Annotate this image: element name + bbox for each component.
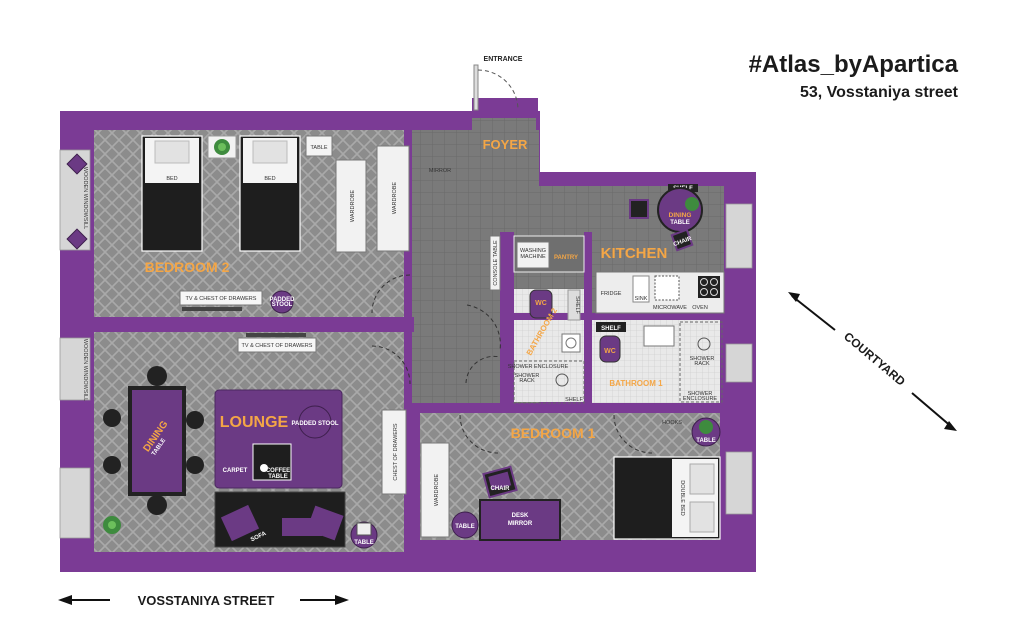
console-table: CONSOLE TABLE [489, 235, 501, 291]
bedroom2-door-swing [371, 274, 411, 314]
svg-text:MICROWAVE: MICROWAVE [653, 305, 687, 311]
street-arrow: VOSSTANIYA STREET [58, 593, 349, 608]
svg-text:VOSSTANIYA STREET: VOSSTANIYA STREET [138, 593, 275, 608]
bedroom1-table-top: TABLE [691, 417, 721, 447]
foyer-door-swing-1 [466, 304, 501, 351]
svg-text:BED: BED [166, 176, 177, 182]
room-bedroom2: BEDROOM 2 [145, 259, 230, 275]
chest-of-drawers-lounge: CHEST OF DRAWERS [381, 409, 407, 495]
room-bedroom1: BEDROOM 1 [511, 425, 596, 441]
dining-table: DINING TABLE [103, 366, 204, 515]
svg-text:RACK: RACK [694, 361, 710, 367]
svg-text:MACHINE: MACHINE [520, 254, 546, 260]
courtyard-arrow: COURTYARD [788, 292, 957, 431]
svg-text:WARDROBE: WARDROBE [434, 474, 440, 507]
svg-text:TV & CHEST OF DRAWERS: TV & CHEST OF DRAWERS [186, 296, 257, 302]
kitchen-dining-table: DINING TABLE CHAIR [629, 187, 703, 252]
svg-text:SHOWER: SHOWER [688, 391, 713, 397]
svg-text:WARDROBE: WARDROBE [350, 190, 356, 223]
svg-text:TABLE: TABLE [310, 145, 327, 151]
svg-text:PANTRY: PANTRY [554, 255, 578, 261]
svg-text:FRIDGE: FRIDGE [601, 291, 622, 297]
page-title: #Atlas_byApartica [749, 51, 959, 78]
svg-text:SHELF: SHELF [574, 296, 580, 314]
tv-chest-bedroom2: TV & CHEST OF DRAWERS [179, 290, 263, 311]
svg-text:BATHROOM 1: BATHROOM 1 [609, 379, 663, 388]
kitchen-counter: FRIDGE SINK MICROWAVE OVEN [595, 271, 725, 314]
bed-right: BED [239, 135, 301, 252]
padded-stool-bedroom2: PADDED STOOL [270, 290, 296, 314]
svg-text:TABLE: TABLE [354, 540, 374, 546]
bed-left: BED [141, 135, 203, 252]
svg-text:OVEN: OVEN [692, 305, 708, 311]
svg-text:WC: WC [535, 300, 547, 307]
svg-text:CHAIR: CHAIR [491, 486, 511, 492]
entrance-label: ENTRANCE [484, 56, 523, 63]
bathroom1: SHELF WC BATHROOM 1 SHOWER RACK SHOWER E… [596, 321, 723, 403]
wardrobe-bedroom2: WARDROBE [335, 159, 367, 253]
svg-text:DINING: DINING [669, 212, 692, 219]
svg-text:DOUBLE BED: DOUBLE BED [679, 480, 685, 515]
lounge-side-table: TABLE [350, 521, 378, 549]
entrance: ENTRANCE [473, 56, 523, 111]
svg-text:MIRROR: MIRROR [508, 521, 533, 527]
bedroom1-table-left: TABLE [451, 511, 479, 539]
svg-text:SHOWER: SHOWER [690, 356, 715, 362]
svg-text:WOODEN WINDOWSILL: WOODEN WINDOWSILL [82, 167, 88, 229]
svg-text:TABLE: TABLE [670, 220, 690, 226]
svg-text:SHOWER: SHOWER [515, 373, 540, 379]
svg-text:PADDED: PADDED [270, 297, 296, 303]
svg-text:TV & CHEST OF DRAWERS: TV & CHEST OF DRAWERS [242, 343, 313, 349]
svg-text:STOOL: STOOL [272, 302, 293, 308]
bedroom1-door-swing-2 [613, 414, 653, 454]
svg-text:SINK: SINK [635, 296, 648, 302]
lounge-door-swing [371, 345, 411, 385]
double-bed: DOUBLE BED [613, 456, 721, 540]
plant-bedroom2 [207, 135, 237, 159]
svg-text:DESK: DESK [512, 513, 529, 519]
padded-stool-lounge: PADDED STOOL [291, 405, 339, 439]
svg-text:PADDED STOOL: PADDED STOOL [291, 421, 338, 427]
svg-text:WASHING: WASHING [520, 248, 546, 254]
desk: DESK MIRROR CHAIR [479, 465, 561, 541]
foyer-door-swing-2 [465, 355, 501, 384]
svg-text:CONSOLE TABLE: CONSOLE TABLE [493, 240, 499, 286]
pantry: WASHING MACHINE PANTRY [513, 235, 585, 273]
room-lounge: LOUNGE [220, 414, 289, 431]
svg-text:COFFEE: COFFEE [266, 468, 290, 474]
svg-text:BED: BED [264, 176, 275, 182]
sofa: SOFA [214, 491, 346, 548]
svg-text:CHEST OF DRAWERS: CHEST OF DRAWERS [393, 423, 399, 480]
svg-text:ENCLOSURE: ENCLOSURE [683, 396, 718, 402]
coffee-table: COFFEE TABLE [252, 443, 292, 481]
svg-text:TABLE: TABLE [455, 524, 475, 530]
svg-text:SHELF: SHELF [565, 397, 583, 403]
bedroom1-door-swing-1 [459, 414, 499, 454]
svg-text:WARDROBE: WARDROBE [392, 182, 398, 215]
svg-text:SHELF: SHELF [601, 326, 621, 332]
svg-text:WC: WC [604, 348, 616, 355]
svg-text:COURTYARD: COURTYARD [841, 329, 908, 389]
room-foyer: FOYER [483, 137, 528, 152]
svg-text:WOODEN WINDOWSILL: WOODEN WINDOWSILL [82, 339, 88, 401]
svg-text:TABLE: TABLE [696, 438, 716, 444]
wardrobe-foyer: WARDROBE [376, 145, 410, 252]
hooks-label: HOOKS [662, 420, 682, 426]
address: 53, Vosstaniya street [800, 84, 959, 101]
bedroom2-table: TABLE [305, 135, 333, 157]
svg-text:SHOWER ENCLOSURE: SHOWER ENCLOSURE [508, 364, 569, 370]
windowsill-plants [66, 153, 88, 250]
wooden-windowsill-labels: WOODEN WINDOWSILL WOODEN WINDOWSILL [82, 167, 88, 401]
foyer-upper [472, 118, 536, 138]
room-kitchen: KITCHEN [601, 245, 668, 262]
svg-text:TABLE: TABLE [268, 474, 288, 480]
svg-text:RACK: RACK [519, 378, 535, 384]
plant-lounge [103, 516, 121, 534]
svg-text:CARPET: CARPET [223, 468, 248, 474]
tv-chest-lounge: TV & CHEST OF DRAWERS [237, 333, 317, 353]
mirror-label: MIRROR [429, 168, 451, 174]
wardrobe-bedroom1: WARDROBE [420, 442, 450, 538]
